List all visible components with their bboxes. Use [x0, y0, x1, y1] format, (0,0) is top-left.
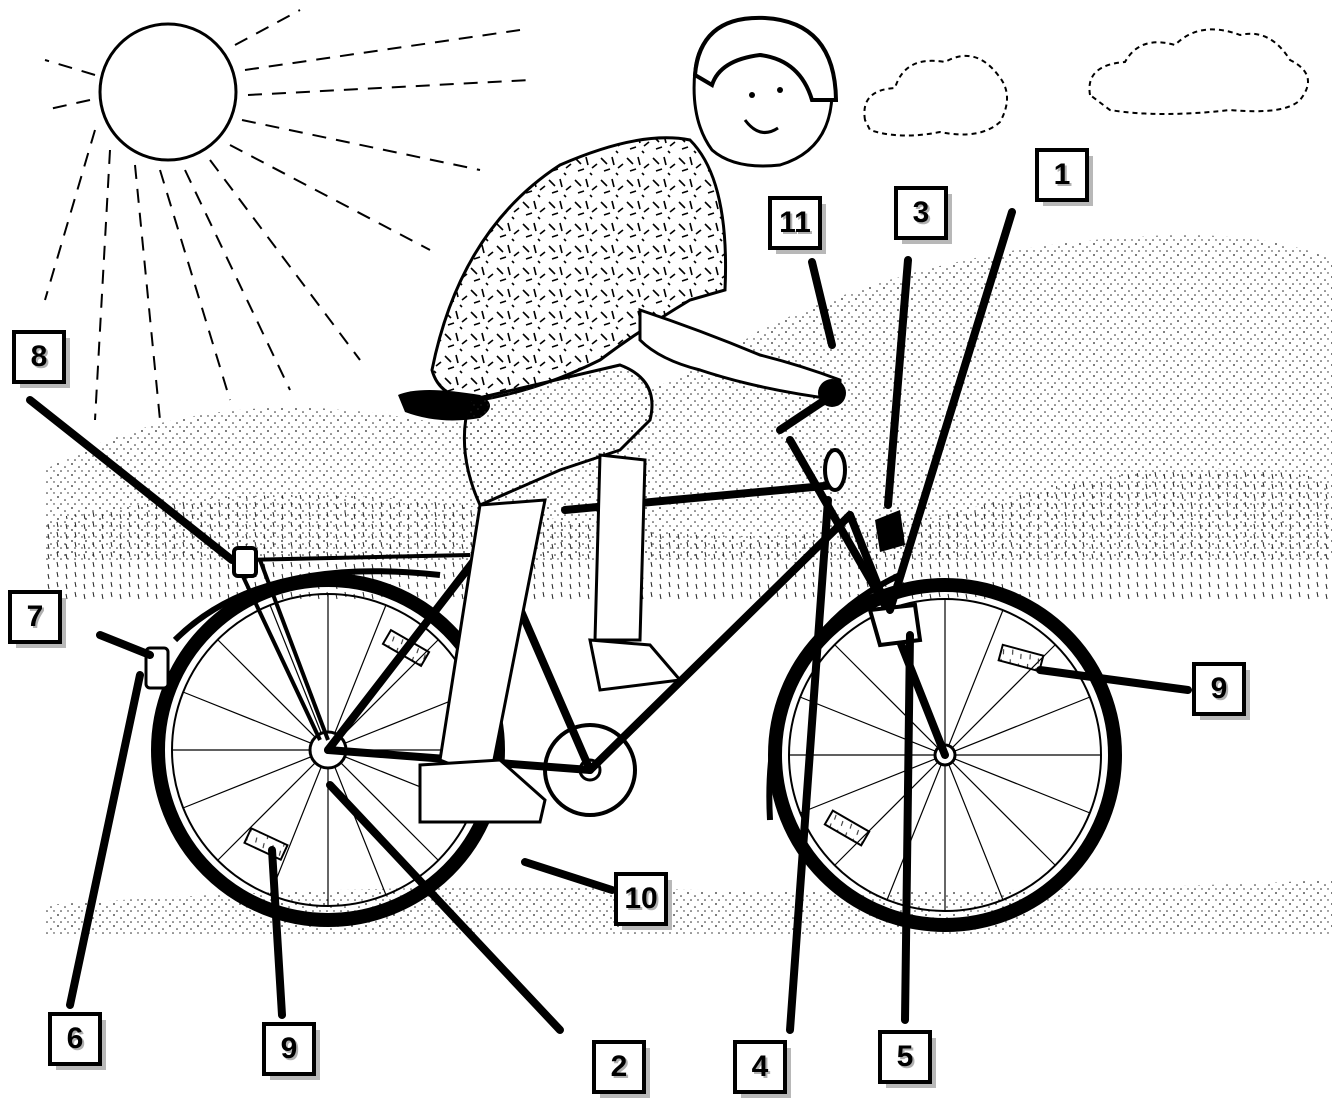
label-8-text: 8 — [12, 330, 66, 384]
clouds — [864, 29, 1308, 135]
label-2: 2 — [592, 1040, 646, 1094]
label-9-rear-text: 9 — [262, 1022, 316, 1076]
label-4: 4 — [733, 1040, 787, 1094]
label-1: 1 — [1035, 148, 1089, 202]
label-7-text: 7 — [8, 590, 62, 644]
label-5: 5 — [878, 1030, 932, 1084]
label-7: 7 — [8, 590, 62, 644]
label-11-text: 11 — [768, 196, 822, 250]
label-9-front-text: 9 — [1192, 662, 1246, 716]
label-1-text: 1 — [1035, 148, 1089, 202]
front-reflector — [825, 450, 845, 490]
label-11: 11 — [768, 196, 822, 250]
label-9-front: 9 — [1192, 662, 1246, 716]
label-10: 10 — [614, 872, 668, 926]
label-9-rear: 9 — [262, 1022, 316, 1076]
label-3-text: 3 — [894, 186, 948, 240]
label-6: 6 — [48, 1012, 102, 1066]
label-2-text: 2 — [592, 1040, 646, 1094]
label-3: 3 — [894, 186, 948, 240]
label-10-text: 10 — [614, 872, 668, 926]
label-5-text: 5 — [878, 1030, 932, 1084]
label-8: 8 — [12, 330, 66, 384]
label-4-text: 4 — [733, 1040, 787, 1094]
label-6-text: 6 — [48, 1012, 102, 1066]
